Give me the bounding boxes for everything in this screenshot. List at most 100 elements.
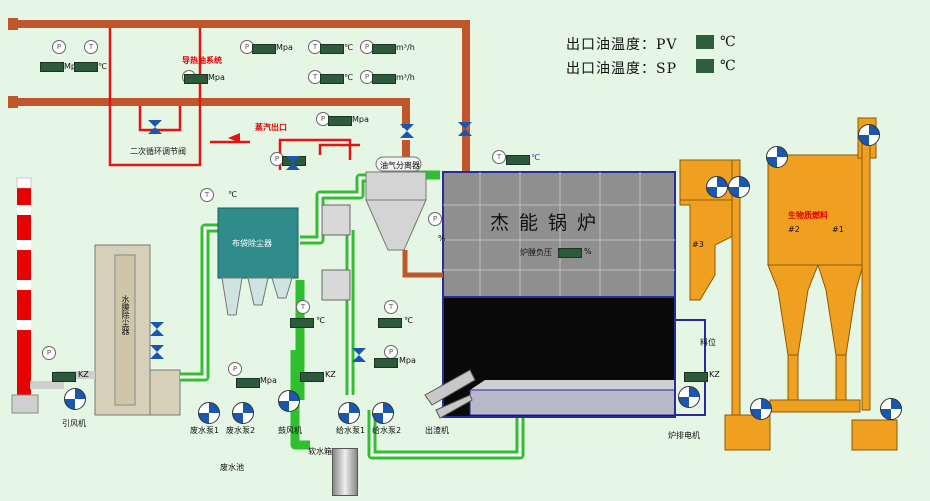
recirculation-lines (108, 28, 360, 170)
feed-pump1-icon[interactable] (338, 402, 360, 424)
feed-pressure-gauge-icon: P (384, 345, 398, 359)
flue-temp-readout (290, 318, 314, 328)
silo-fan-b-icon[interactable] (728, 176, 750, 198)
biomass-silo (767, 117, 898, 451)
outlet-temp-sp-label: 出口油温度：SP (566, 61, 678, 77)
silo-no2-label: #2 (788, 225, 800, 234)
waste-pool-label: 废水池 (220, 463, 244, 472)
outlet-temp-pv-unit: ℃ (720, 34, 737, 50)
silo-fan-d-icon[interactable] (858, 124, 880, 146)
waste-pressure-unit: Mpa (260, 376, 277, 385)
outlet-temp-pv-value (696, 35, 714, 49)
supply-flow-unit: m³/h (396, 73, 415, 82)
outlet-temp-sp-value[interactable] (696, 59, 714, 73)
silo-fan-e-icon[interactable] (750, 398, 772, 420)
return-pressure-readout (252, 44, 276, 54)
pressure-unit: Mpa (64, 62, 81, 71)
return-temp-unit: ℃ (344, 43, 353, 52)
supply-flow-gauge-icon: P (360, 70, 374, 84)
temp-gauge-icon: T (84, 40, 98, 54)
slag-conveyor (424, 369, 476, 419)
boiler-temp-unit: ℃ (531, 153, 540, 162)
stoker-label: 炉排电机 (668, 431, 700, 440)
waste-pump1-icon[interactable] (198, 402, 220, 424)
return-valve-icon[interactable] (458, 122, 472, 136)
boiler-temp-readout (506, 155, 530, 165)
econ-temp-unit: ℃ (404, 316, 413, 325)
silo-no1-label: #1 (832, 225, 844, 234)
supply-pressure-readout (184, 74, 208, 84)
fan-freq-readout (52, 372, 76, 382)
pressure-readout (40, 62, 64, 72)
scrubber-valve2-icon[interactable] (150, 345, 164, 359)
return-pressure-unit: Mpa (276, 43, 293, 52)
oxygen-unit: % (438, 234, 446, 243)
temp-unit: ℃ (98, 62, 107, 71)
supply-pressure-unit: Mpa (208, 73, 225, 82)
feed-pressure-readout (374, 358, 398, 368)
bag-filter-label: 布袋除尘器 (232, 239, 272, 248)
supply-temp-unit: ℃ (344, 73, 353, 82)
water-film-scrubber (30, 244, 181, 416)
supply-valve-icon[interactable] (400, 124, 414, 138)
feed-valve-icon[interactable] (352, 348, 366, 362)
flow-unit: m³/h (396, 43, 415, 52)
pressure-gauge-icon: P (52, 40, 66, 54)
supply-temp-gauge-icon: T (308, 70, 322, 84)
boiler-title: 杰能锅炉 (490, 212, 607, 234)
stoker-motor-icon[interactable] (678, 386, 700, 408)
secondary-valve-label: 二次循环调节阀 (130, 147, 186, 156)
oil-separator (365, 156, 427, 251)
feed-pressure-unit: Mpa (399, 356, 416, 365)
scrubber-valve-icon[interactable] (150, 322, 164, 336)
furnace-pressure-unit: % (584, 247, 592, 256)
blower-icon[interactable] (278, 390, 300, 412)
econ-temp-readout (378, 318, 402, 328)
chimney (11, 177, 39, 414)
supply-temp-readout (320, 74, 344, 84)
soft-water-tank (332, 448, 358, 496)
secondary-valve-icon[interactable] (148, 120, 162, 134)
silo-fan-c-icon[interactable] (766, 146, 788, 168)
fan-freq-unit: KZ (78, 370, 89, 379)
blower-freq-readout (300, 372, 324, 382)
silo-fan-f-icon[interactable] (880, 398, 902, 420)
induced-fan-label: 引风机 (62, 419, 86, 428)
feed-pump2-label: 给水泵2 (372, 426, 402, 435)
slag-machine-label: 出渣机 (425, 426, 449, 435)
flow-readout (372, 44, 396, 54)
econ-temp-gauge-icon: T (384, 300, 398, 314)
oil-separator-label: 油气分离器 (380, 161, 420, 170)
return-oil-label: 导热油系统 (182, 56, 222, 65)
material-level-label: 料位 (700, 338, 716, 347)
blower-label: 鼓风机 (278, 426, 302, 435)
outlet-pressure-readout (328, 116, 352, 126)
flue-temp-gauge-icon: T (296, 300, 310, 314)
outlet-pressure-unit: Mpa (352, 115, 369, 124)
silo-fan-a-icon[interactable] (706, 176, 728, 198)
stoker-freq-readout (684, 372, 708, 382)
feed-pump1-label: 给水泵1 (336, 426, 366, 435)
fan-pressure-gauge-icon: P (42, 346, 56, 360)
furnace-pressure-label: 炉膛负压 (520, 248, 552, 257)
waste-pump2-label: 废水泵2 (226, 426, 256, 435)
outlet-temp-sp-unit: ℃ (720, 58, 737, 74)
filter-temp-gauge-icon: T (200, 188, 214, 202)
temp-readout (74, 62, 98, 72)
boiler-body (402, 171, 706, 418)
oxygen-gauge-icon: P (428, 212, 442, 226)
outlet-arrow (228, 133, 240, 143)
induced-fan-icon[interactable] (64, 388, 86, 410)
bag-filter (217, 207, 299, 316)
waste-pump2-icon[interactable] (232, 402, 254, 424)
feed-pump2-icon[interactable] (372, 402, 394, 424)
waste-pump1-label: 废水泵1 (190, 426, 220, 435)
return-temp-readout (320, 44, 344, 54)
waste-pressure-gauge-icon: P (228, 362, 242, 376)
outlet-valve-icon[interactable] (286, 156, 300, 170)
waste-pressure-readout (236, 378, 260, 388)
filter-temp-unit: ℃ (228, 190, 237, 199)
supply-flow-readout (372, 74, 396, 84)
water-film-label: 水膜除尘器 (121, 295, 130, 335)
